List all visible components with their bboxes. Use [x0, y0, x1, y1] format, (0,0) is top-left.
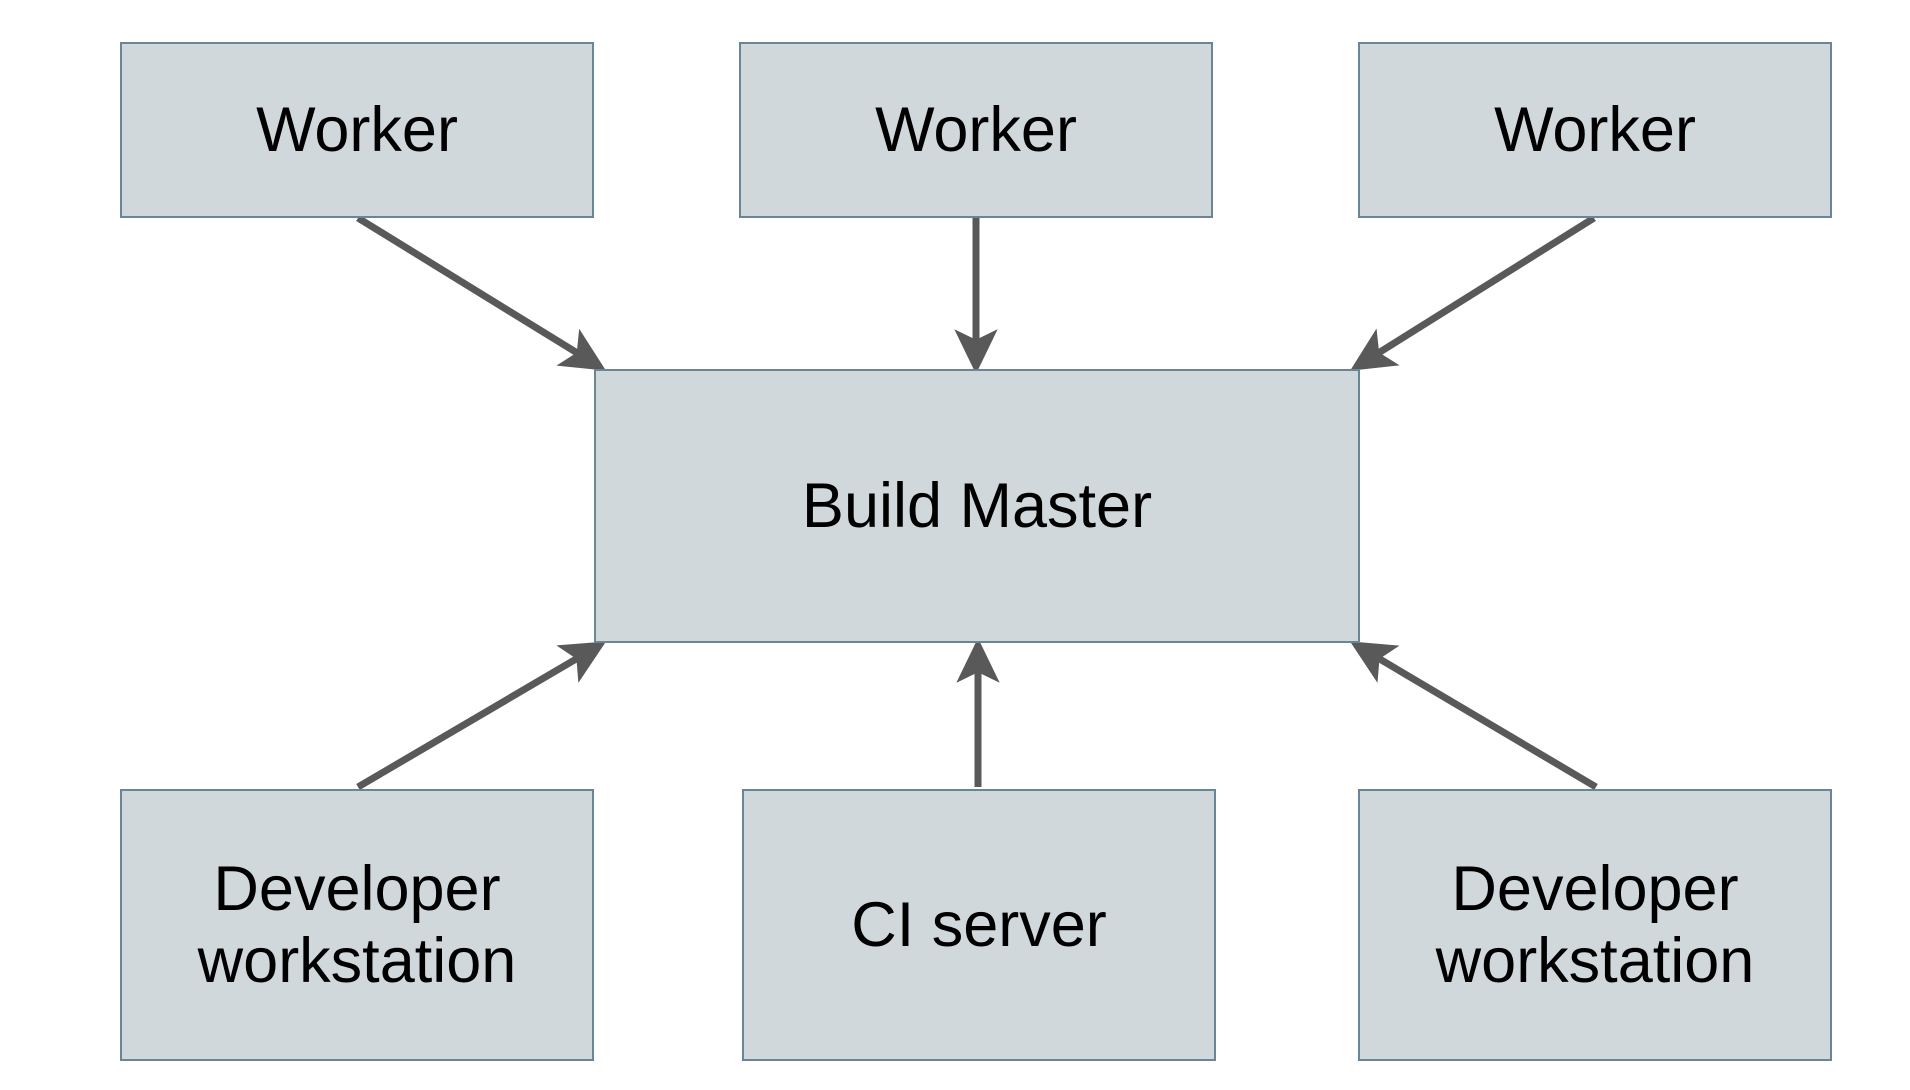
node-worker-2-label: Worker — [875, 94, 1077, 165]
node-worker-3-label: Worker — [1494, 94, 1696, 165]
node-worker-1-label: Worker — [256, 94, 458, 165]
edge-dev1-to-master — [356, 641, 607, 791]
node-developer-workstation-2-label: Developer workstation — [1435, 853, 1755, 996]
edge-worker3-to-master — [1350, 215, 1596, 371]
node-ci-server[interactable]: CI server — [742, 789, 1216, 1061]
node-build-master[interactable]: Build Master — [594, 369, 1360, 643]
node-worker-3[interactable]: Worker — [1358, 42, 1832, 218]
node-developer-workstation-1[interactable]: Developer workstation — [120, 789, 594, 1061]
node-worker-1[interactable]: Worker — [120, 42, 594, 218]
node-worker-2[interactable]: Worker — [739, 42, 1213, 218]
node-developer-workstation-2[interactable]: Developer workstation — [1358, 789, 1832, 1061]
edge-dev2-to-master — [1349, 641, 1598, 791]
node-ci-server-label: CI server — [851, 889, 1107, 960]
edge-worker1-to-master — [356, 215, 606, 371]
node-developer-workstation-1-label: Developer workstation — [197, 853, 517, 996]
node-build-master-label: Build Master — [801, 470, 1153, 541]
